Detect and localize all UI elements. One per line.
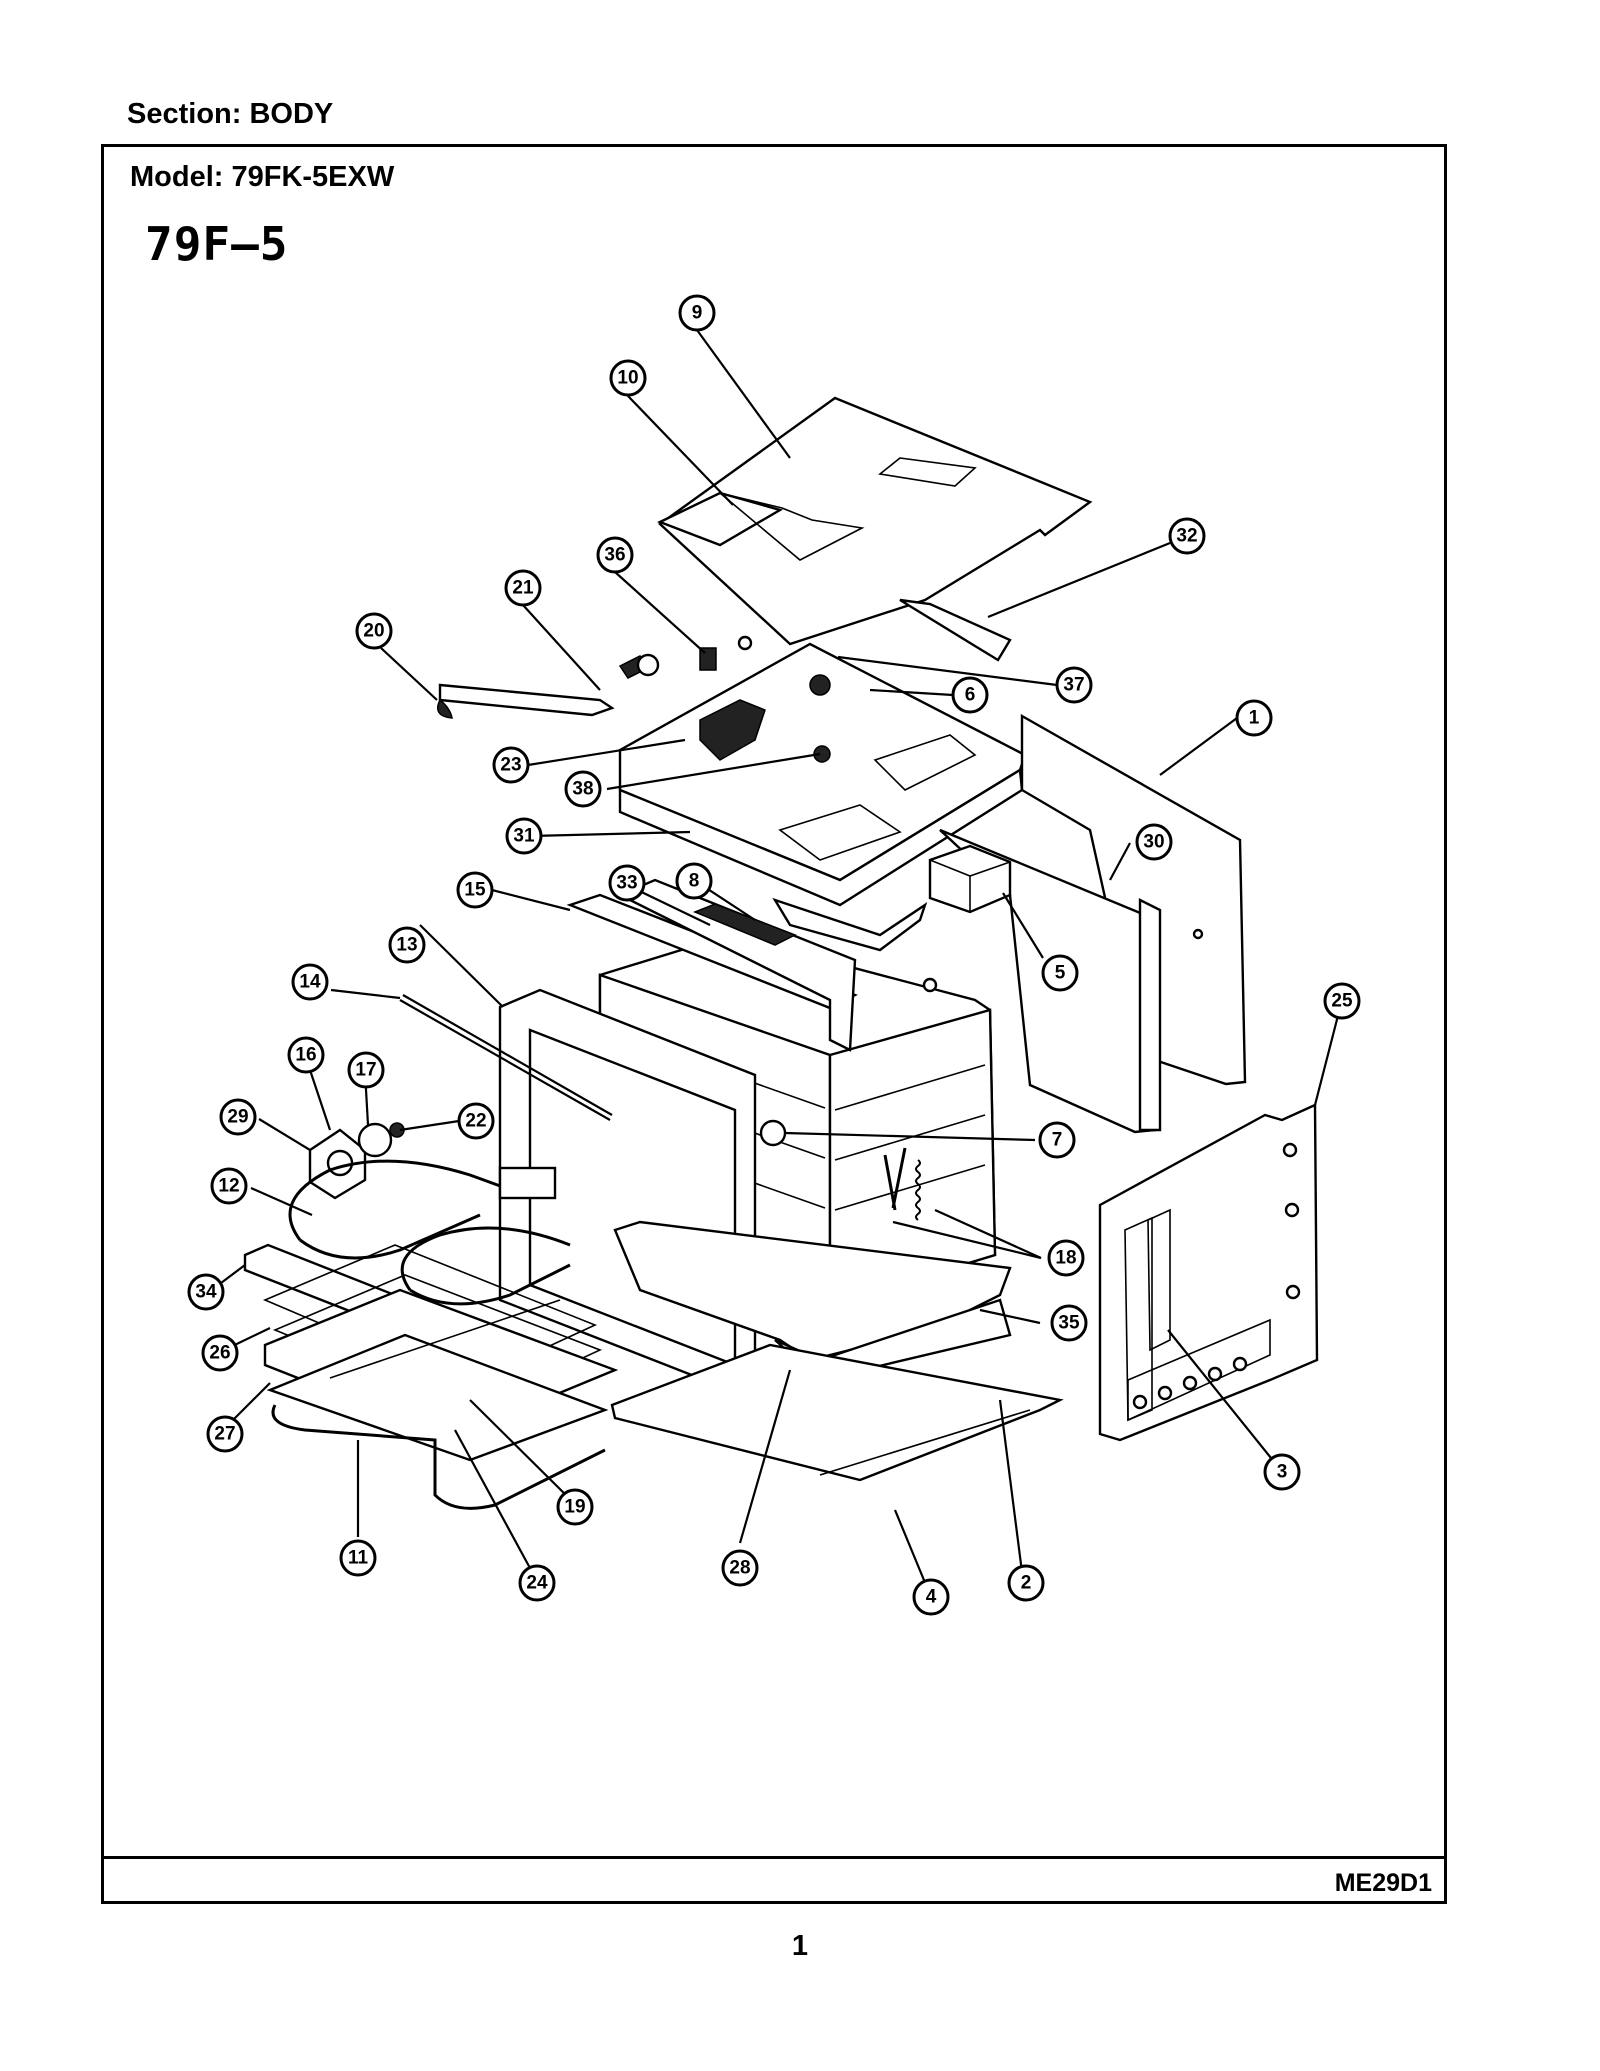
junction-box-part [928, 844, 1012, 914]
svg-text:31: 31 [513, 826, 535, 847]
svg-text:38: 38 [572, 779, 593, 800]
callout-28: 28 [721, 1549, 759, 1587]
svg-text:35: 35 [1058, 1313, 1080, 1334]
svg-text:20: 20 [363, 621, 384, 642]
hinge-parts [883, 1147, 921, 1221]
callout-16: 16 [287, 1036, 325, 1074]
svg-text:26: 26 [209, 1343, 230, 1364]
svg-text:37: 37 [1063, 675, 1084, 696]
callout-17: 17 [347, 1051, 385, 1089]
callout-27: 27 [206, 1415, 244, 1453]
callout-20: 20 [355, 612, 393, 650]
svg-text:16: 16 [295, 1045, 316, 1066]
callout-10: 10 [609, 359, 647, 397]
callout-25: 25 [1323, 982, 1361, 1020]
svg-text:5: 5 [1055, 963, 1066, 984]
svg-text:25: 25 [1331, 991, 1353, 1012]
callout-37: 37 [1055, 666, 1093, 704]
svg-text:11: 11 [348, 1548, 369, 1569]
svg-text:19: 19 [564, 1497, 585, 1518]
callout-11: 11 [339, 1539, 377, 1577]
callout-35: 35 [1050, 1304, 1088, 1342]
callout-36: 36 [596, 536, 634, 574]
svg-text:36: 36 [604, 545, 625, 566]
section-title: Section: BODY [127, 98, 334, 130]
callout-15: 15 [456, 871, 494, 909]
callout-9: 9 [678, 294, 716, 332]
side-panel-right [1098, 1103, 1319, 1442]
svg-text:15: 15 [464, 880, 486, 901]
callout-6: 6 [951, 676, 989, 714]
callout-31: 31 [505, 817, 543, 855]
svg-text:1: 1 [1249, 708, 1260, 729]
rod-part [399, 994, 613, 1121]
callout-34: 34 [187, 1273, 225, 1311]
callout-23: 23 [492, 746, 530, 784]
callout-14: 14 [291, 963, 329, 1001]
svg-text:29: 29 [227, 1107, 248, 1128]
callout-33: 33 [608, 864, 646, 902]
callout-29: 29 [219, 1098, 257, 1136]
svg-text:30: 30 [1143, 832, 1164, 853]
callout-5: 5 [1041, 954, 1079, 992]
callout-30: 30 [1135, 823, 1173, 861]
svg-text:9: 9 [692, 303, 703, 324]
document-code: ME29D1 [1334, 1869, 1432, 1897]
svg-text:6: 6 [965, 685, 976, 706]
footer-divider [104, 1856, 1444, 1859]
svg-text:2: 2 [1021, 1573, 1032, 1594]
model-label: Model: 79FK-5EXW [130, 161, 395, 193]
svg-text:21: 21 [512, 578, 534, 599]
callout-7: 7 [1038, 1121, 1076, 1159]
svg-text:24: 24 [526, 1573, 548, 1594]
top-trim-part [566, 878, 928, 1052]
callout-21: 21 [504, 569, 542, 607]
svg-text:17: 17 [355, 1060, 376, 1081]
bottom-parts [610, 1220, 1064, 1482]
callout-1: 1 [1235, 699, 1273, 737]
diagram-frame: Model: 79FK-5EXW 79F–5 ME29D1 [101, 144, 1447, 1904]
callout-13: 13 [388, 926, 426, 964]
callout-3: 3 [1263, 1453, 1301, 1491]
callout-4: 4 [912, 1578, 950, 1616]
svg-text:28: 28 [729, 1558, 750, 1579]
callout-38: 38 [564, 770, 602, 808]
svg-text:23: 23 [500, 755, 521, 776]
callout-19: 19 [556, 1488, 594, 1526]
svg-text:22: 22 [465, 1111, 486, 1132]
svg-text:8: 8 [689, 871, 700, 892]
oven-racks [243, 1243, 619, 1510]
svg-text:13: 13 [396, 935, 417, 956]
svg-text:10: 10 [617, 368, 638, 389]
callout-2: 2 [1007, 1564, 1045, 1602]
svg-text:3: 3 [1277, 1462, 1288, 1483]
heating-element-part [288, 1159, 571, 1306]
svg-text:4: 4 [926, 1587, 937, 1608]
callout-18: 18 [1047, 1239, 1085, 1277]
callout-22: 22 [457, 1102, 495, 1140]
svg-text:14: 14 [299, 972, 321, 993]
model-heading: 79F–5 [145, 217, 289, 271]
control-panel-assembly [437, 635, 1027, 907]
callout-24: 24 [518, 1564, 556, 1602]
svg-text:27: 27 [214, 1424, 235, 1445]
callout-8: 8 [675, 862, 713, 900]
svg-text:33: 33 [616, 873, 637, 894]
svg-text:34: 34 [195, 1282, 217, 1303]
callout-12: 12 [210, 1167, 248, 1205]
svg-text:12: 12 [218, 1176, 239, 1197]
top-panel-part [656, 396, 1093, 662]
svg-text:7: 7 [1052, 1130, 1063, 1151]
page-number: 1 [791, 1930, 809, 1962]
svg-text:32: 32 [1176, 526, 1197, 547]
oven-liner-part [598, 933, 997, 1307]
svg-text:18: 18 [1055, 1248, 1076, 1269]
callout-26: 26 [201, 1334, 239, 1372]
callout-32: 32 [1168, 517, 1206, 555]
